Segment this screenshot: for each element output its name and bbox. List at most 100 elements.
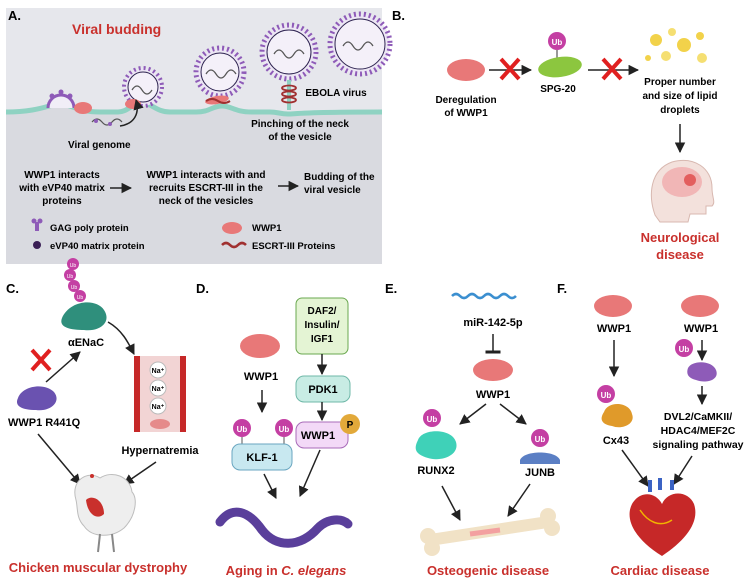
ub-label-e1: Ub: [427, 415, 438, 424]
arrow-e3: [441, 485, 461, 521]
wwp1-mutant-protein: [16, 386, 57, 411]
lipid-droplets: [645, 28, 707, 63]
panel-a: A. Viral budding Viral genome EBOLA viru…: [5, 8, 393, 264]
ub-label-c2: Ub: [67, 274, 74, 280]
step3-line2: viral vesicle: [304, 185, 361, 196]
step2-line1: WWP1 interacts with and: [147, 170, 266, 181]
panel-b-disease-line1: Neurological: [641, 230, 720, 245]
worm-icon: [215, 507, 353, 548]
wwp1-blob-b: [447, 59, 485, 81]
ub-circle-d1: [233, 419, 251, 437]
panel-letter-d: D.: [196, 281, 209, 296]
enac-protein: [61, 302, 107, 331]
panel-f-disease: Cardiac disease: [610, 563, 709, 578]
panel-letter-f: F.: [557, 281, 567, 296]
arrow-c2: [37, 433, 81, 485]
panel-b: B. Deregulation of WWP1 Ub SPG-20 Proper…: [392, 8, 719, 262]
disease-italic: C. elegans: [281, 563, 346, 578]
inhibit-x-b1: [499, 57, 521, 81]
na-label-2: Na⁺: [152, 386, 165, 393]
hyper-label: Hypernatremia: [121, 445, 199, 457]
ub-label-e2: Ub: [535, 435, 546, 444]
runx-label: RUNX2: [417, 465, 454, 477]
wwp1-label-e: WWP1: [476, 389, 510, 401]
dereg-line1: Deregulation: [435, 95, 496, 106]
panel-letter-a: A.: [8, 8, 21, 23]
arrow-f4: [621, 449, 649, 487]
step2-line3: neck of the vesicles: [159, 196, 254, 207]
viral-genome-label: Viral genome: [68, 140, 131, 151]
spg20-label: SPG-20: [540, 84, 576, 95]
ub-label-b: Ub: [552, 38, 563, 47]
ub-label-c1: Ub: [70, 263, 77, 269]
arrow-e4: [507, 483, 531, 517]
daf-line3: IGF1: [311, 334, 334, 345]
lipid-line1: Proper number: [644, 77, 716, 88]
panel-d: D. WWP1 DAF2/ Insulin/ IGF1 PDK1 Ub Ub K…: [196, 281, 360, 578]
pdk-box: [295, 375, 351, 403]
step1-line1: WWP1 interacts: [24, 170, 100, 181]
arrow-e2: [499, 403, 527, 425]
mirna-label: miR-142-5p: [463, 317, 523, 329]
mirna-strand: [451, 292, 517, 300]
virus-stage-2: [122, 66, 164, 109]
arrow-d4: [263, 473, 277, 499]
phospho-circle: [340, 414, 360, 434]
ub-label-d2: Ub: [279, 425, 290, 434]
arrow-f5: [673, 455, 693, 485]
panel-e-disease: Osteogenic disease: [427, 563, 549, 578]
panel-letter-c: C.: [6, 281, 19, 296]
daf-line2: Insulin/: [305, 320, 340, 331]
wwp1-box-d: [295, 421, 349, 449]
legend-gag: GAG poly protein: [50, 223, 129, 234]
heart-icon: [629, 478, 696, 556]
enac-label: αENaC: [68, 337, 104, 349]
wwp1-blob-e: [473, 359, 513, 381]
arrow-c3: [123, 461, 157, 485]
mutant-label: WWP1 R441Q: [8, 417, 81, 429]
pinching-label-2: of the vesicle: [268, 132, 332, 143]
virus-stage-4: [259, 22, 319, 110]
ub-circle-f1: [597, 385, 615, 403]
wwp1-blob-f1: [594, 295, 632, 317]
cx43-protein: [601, 403, 633, 428]
step1-line2: with eVP40 matrix: [18, 183, 105, 194]
wwp1-box-label: WWP1: [301, 430, 335, 442]
pathway-line3: signaling pathway: [652, 439, 743, 451]
legend-wwp1: WWP1: [252, 223, 282, 234]
klf-box: [231, 443, 293, 471]
panel-c: C. Ub Ub Ub Ub αENaC WWP1 R441Q Na⁺ Na⁺ …: [6, 258, 199, 575]
panel-a-title: Viral budding: [72, 21, 161, 37]
ebola-label: EBOLA virus: [305, 88, 367, 99]
panel-letter-e: E.: [385, 281, 397, 296]
cx43-label: Cx43: [603, 435, 629, 447]
spg20-protein: [538, 56, 582, 78]
wwp1-label-f2: WWP1: [684, 323, 718, 335]
step3-line1: Budding of the: [304, 172, 375, 183]
inhibit-x-b2: [601, 57, 623, 81]
arrow-e1: [459, 403, 487, 425]
virus-stage-3: [193, 45, 247, 105]
ebola-virus: [327, 11, 393, 77]
ub-label-f2: Ub: [679, 345, 690, 354]
panel-f: F. WWP1 Ub Cx43 WWP1 Ub DVL2/CaMKII/ HDA…: [557, 281, 744, 578]
panel-d-disease: Aging in C. elegans: [226, 563, 347, 578]
legend-escrt-icon: [221, 241, 247, 249]
lipid-line2: and size of lipid: [642, 91, 717, 102]
legend-evp40-icon: [33, 241, 41, 249]
bone-icon: [420, 508, 560, 556]
pathway-line2: HDAC4/MEF2C: [661, 425, 736, 437]
wwp1-blob-f2: [681, 295, 719, 317]
step1-line3: proteins: [42, 196, 82, 207]
ub-label-f1: Ub: [601, 391, 612, 400]
legend-evp40: eVP40 matrix protein: [50, 241, 145, 252]
step2-line2: recruits ESCRT-III in the: [149, 183, 263, 194]
disease-prefix: Aging in: [226, 563, 282, 578]
na-label-1: Na⁺: [152, 368, 165, 375]
arrow-d5: [298, 449, 321, 497]
panel-letter-b: B.: [392, 8, 405, 23]
wwp1-blob-d: [240, 334, 280, 358]
ub-circle-d2: [275, 419, 293, 437]
pathway-line1: DVL2/CaMKII/: [664, 411, 732, 423]
legend-gag-icon: [31, 218, 43, 231]
